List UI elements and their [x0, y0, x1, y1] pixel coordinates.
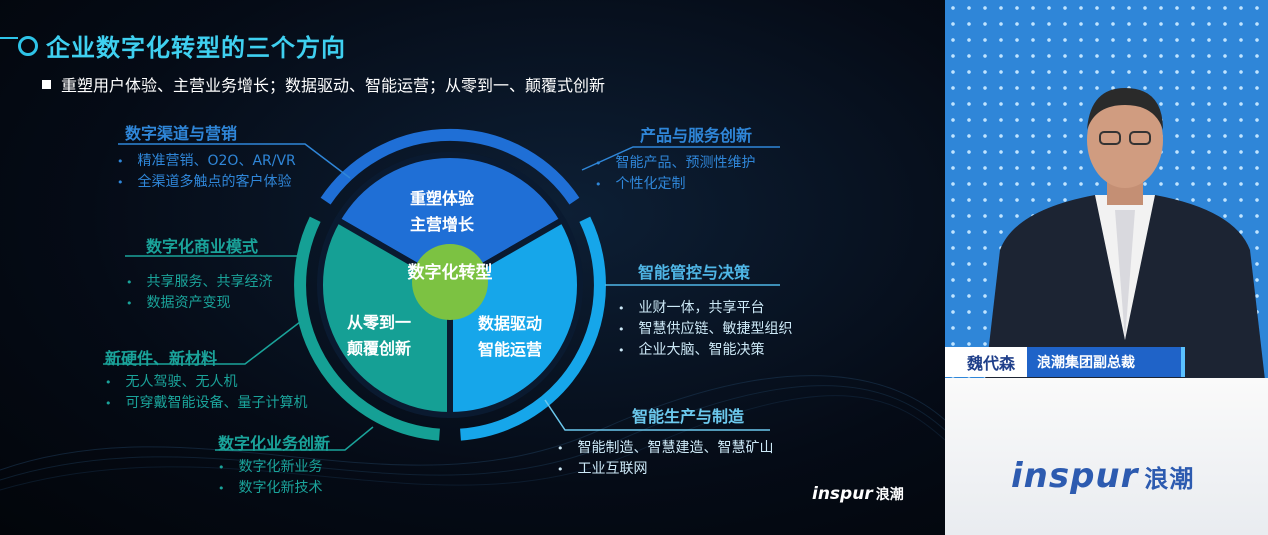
block-smart-control: 智能管控与决策业财一体，共享平台智慧供应链、敏捷型组织企业大脑、智能决策: [638, 259, 793, 361]
block-digital-channels: 数字渠道与营销精准营销、O2O、AR/VR全渠道多触点的客户体验: [125, 120, 296, 193]
presenter-figure: [985, 88, 1265, 380]
transformation-wheel: [0, 128, 945, 491]
presenter-name: 魏代森: [945, 347, 1028, 377]
square-bullet-icon: [42, 79, 51, 89]
block-business-model: 数字化商业模式共享服务、共享经济数据资产变现: [146, 233, 273, 314]
segment-top-label: 重塑体验主营增长: [410, 189, 475, 234]
ring-left: [294, 216, 440, 441]
title-bullet-icon: [18, 35, 38, 56]
ring-right: [460, 216, 606, 441]
presenter-role: 浪潮集团副总裁: [1037, 355, 1136, 371]
segment-left-label: 从零到一颠覆创新: [347, 313, 412, 358]
name-caption: 魏代森浪潮集团副总裁: [945, 347, 1185, 377]
center-circle: [412, 244, 488, 320]
ring-top: [320, 128, 580, 205]
block-smart-manufacturing: 智能生产与制造智能制造、智慧建造、智慧矿山工业互联网: [578, 403, 774, 480]
segment-right-label: 数据驱动智能运营: [478, 314, 543, 359]
block-product-innovation: 产品与服务创新智能产品、预测性维护个性化定制: [616, 122, 756, 195]
title-text: 企业数字化转型的三个方向: [46, 34, 346, 62]
block-new-hardware: 新硬件、新材料无人驾驶、无人机可穿戴智能设备、量子计算机: [105, 345, 308, 414]
slide-subtitle: 重塑用户体验、主营业务增长；数据驱动、智能运营；从零到一、颠覆式创新: [42, 72, 605, 96]
subtitle-text: 重塑用户体验、主营业务增长；数据驱动、智能运营；从零到一、颠覆式创新: [61, 76, 606, 95]
center-label: 数字化转型: [407, 263, 493, 283]
video-lower-panel: [945, 378, 1268, 535]
block-business-innovation: 数字化业务创新数字化新业务数字化新技术: [218, 430, 330, 499]
slide-title: 企业数字化转型的三个方向: [0, 28, 346, 63]
presentation-slide: 企业数字化转型的三个方向 重塑用户体验、主营业务增长；数据驱动、智能运营；从零到…: [0, 0, 945, 535]
segment-top: [333, 152, 567, 289]
